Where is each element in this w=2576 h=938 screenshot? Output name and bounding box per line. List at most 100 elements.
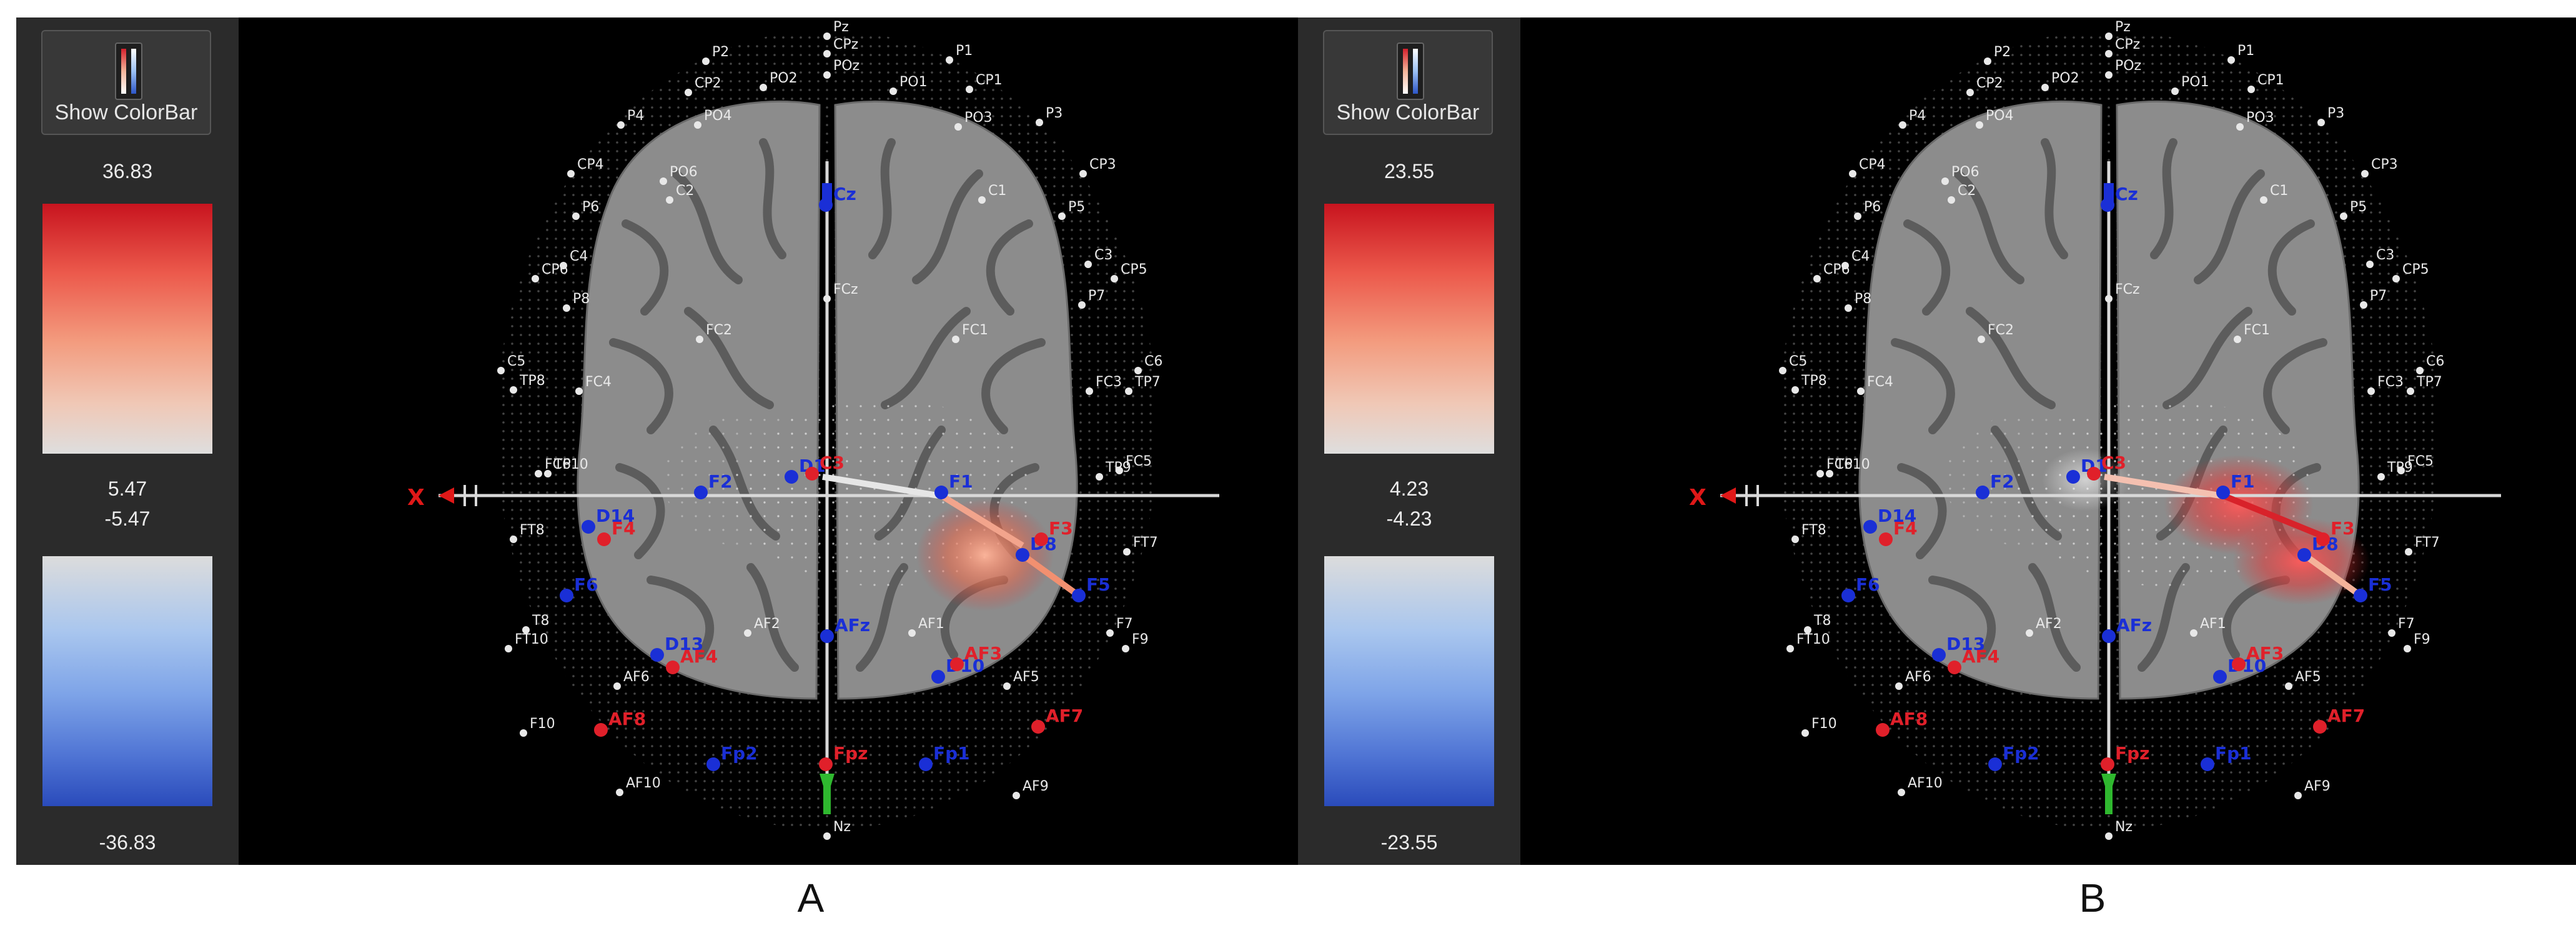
electrode-dot xyxy=(1845,304,1852,312)
electrode-label: AF1 xyxy=(918,616,944,632)
detector-optode-marker[interactable] xyxy=(2297,548,2311,562)
detector-optode-marker[interactable] xyxy=(931,670,945,684)
electrode-dot xyxy=(1898,789,1905,796)
detector-optode-marker[interactable] xyxy=(2216,486,2230,499)
source-optode-marker[interactable] xyxy=(1879,532,1893,546)
electrode-label: C6 xyxy=(2426,354,2444,369)
colorbar-max-value: 23.55 xyxy=(1384,160,1435,182)
source-optode-marker[interactable] xyxy=(2316,532,2330,546)
optode-label: F5 xyxy=(2368,574,2392,595)
electrode-dot xyxy=(1895,682,1903,690)
colorbar-positive-threshold: 5.47 xyxy=(107,477,147,500)
optode-label: AF4 xyxy=(1962,646,1999,667)
optode-label: C3 xyxy=(820,452,845,473)
detector-optode-marker[interactable] xyxy=(582,520,595,534)
electrode-label: C5 xyxy=(507,354,525,369)
source-optode-marker[interactable] xyxy=(2232,657,2246,671)
projection-mesh xyxy=(1945,411,2133,549)
electrode-dot xyxy=(522,626,530,634)
detector-optode-marker[interactable] xyxy=(785,470,798,484)
source-optode-marker[interactable] xyxy=(2313,720,2327,734)
brain-sulcus xyxy=(646,576,715,659)
detector-optode-marker[interactable] xyxy=(706,757,720,771)
electrode-label: C5 xyxy=(1789,354,1807,369)
axis-z-stem xyxy=(2105,783,2113,814)
detector-optode-marker[interactable] xyxy=(1072,589,1086,602)
electrode-label: PO2 xyxy=(770,71,798,86)
electrode-label: C1 xyxy=(2270,183,2288,199)
source-optode-marker[interactable] xyxy=(950,657,964,671)
source-optode-marker[interactable] xyxy=(819,757,833,771)
electrode-label: F7 xyxy=(2398,616,2415,632)
detector-optode-marker[interactable] xyxy=(2101,198,2114,212)
electrode-label: CP3 xyxy=(2371,157,2398,172)
detector-optode-marker[interactable] xyxy=(560,589,573,602)
electrode-dot xyxy=(532,275,539,282)
source-optode-marker[interactable] xyxy=(666,661,680,674)
source-optode-marker[interactable] xyxy=(2087,467,2101,481)
source-optode-marker[interactable] xyxy=(1948,661,1961,674)
optode-label: AF8 xyxy=(608,709,646,729)
axis-x-label: X xyxy=(1689,485,1707,511)
electrode-label: PO1 xyxy=(2181,74,2209,90)
electrode-dot xyxy=(1079,170,1087,177)
source-optode-marker[interactable] xyxy=(1034,532,1048,546)
source-optode-marker[interactable] xyxy=(1876,723,1890,737)
show-colorbar-button[interactable]: Show ColorBar xyxy=(41,30,211,135)
optode-label: Fp2 xyxy=(721,743,758,764)
colorbar-positive-gradient xyxy=(42,204,212,454)
detector-optode-marker[interactable] xyxy=(934,486,948,499)
electrode-label: AF2 xyxy=(2036,616,2062,632)
detector-optode-marker[interactable] xyxy=(2201,757,2214,771)
electrode-dot xyxy=(1786,645,1794,652)
detector-optode-marker[interactable] xyxy=(1988,757,2002,771)
electrode-label: PO1 xyxy=(899,74,928,90)
detector-optode-marker[interactable] xyxy=(919,757,933,771)
detector-optode-marker[interactable] xyxy=(1932,648,1946,662)
detector-optode-marker[interactable] xyxy=(1841,589,1855,602)
electrode-label: C2 xyxy=(676,183,694,199)
detector-optode-marker[interactable] xyxy=(2102,629,2116,643)
detector-optode-marker[interactable] xyxy=(1976,486,1989,499)
optode-label: D14 xyxy=(596,506,635,526)
electrode-label: AF9 xyxy=(1023,779,1049,794)
electrode-dot xyxy=(572,212,580,220)
electrode-label: C3 xyxy=(1094,247,1112,263)
detector-optode-marker[interactable] xyxy=(2354,589,2367,602)
source-optode-marker[interactable] xyxy=(805,467,819,481)
electrode-label: CP3 xyxy=(1089,157,1116,172)
brain-sulcus xyxy=(609,338,673,434)
brain-sulcus xyxy=(671,169,743,284)
detector-optode-marker[interactable] xyxy=(2213,670,2227,684)
electrode-dot xyxy=(2041,84,2049,91)
detector-optode-marker[interactable] xyxy=(2066,470,2080,484)
source-optode-marker[interactable] xyxy=(594,723,608,737)
electrode-label: P4 xyxy=(1909,108,1926,124)
electrode-label: P1 xyxy=(2237,43,2254,59)
electrode-dot xyxy=(2247,86,2255,93)
electrode-dot xyxy=(497,367,505,374)
axis-x-label: X xyxy=(407,485,425,511)
show-colorbar-button[interactable]: Show ColorBar xyxy=(1323,30,1493,135)
source-optode-marker[interactable] xyxy=(2101,757,2114,771)
detector-optode-marker[interactable] xyxy=(694,486,708,499)
electrode-label: PO6 xyxy=(1951,164,1979,180)
detector-optode-marker[interactable] xyxy=(1016,548,1029,562)
source-optode-marker[interactable] xyxy=(597,532,611,546)
detector-optode-marker[interactable] xyxy=(650,648,664,662)
detector-optode-marker[interactable] xyxy=(820,629,834,643)
source-optode-marker[interactable] xyxy=(1031,720,1045,734)
electrode-label: FT8 xyxy=(520,522,545,538)
electrode-dot xyxy=(2340,212,2347,220)
electrode-dot xyxy=(1106,629,1114,637)
electrode-label: P5 xyxy=(1068,199,1085,215)
electrode-label: CP5 xyxy=(2402,262,2429,277)
electrode-label: C1 xyxy=(988,183,1006,199)
channel-line xyxy=(1021,552,1081,599)
detector-optode-marker[interactable] xyxy=(819,198,833,212)
detector-optode-marker[interactable] xyxy=(1863,520,1877,534)
electrode-dot xyxy=(2317,119,2325,126)
